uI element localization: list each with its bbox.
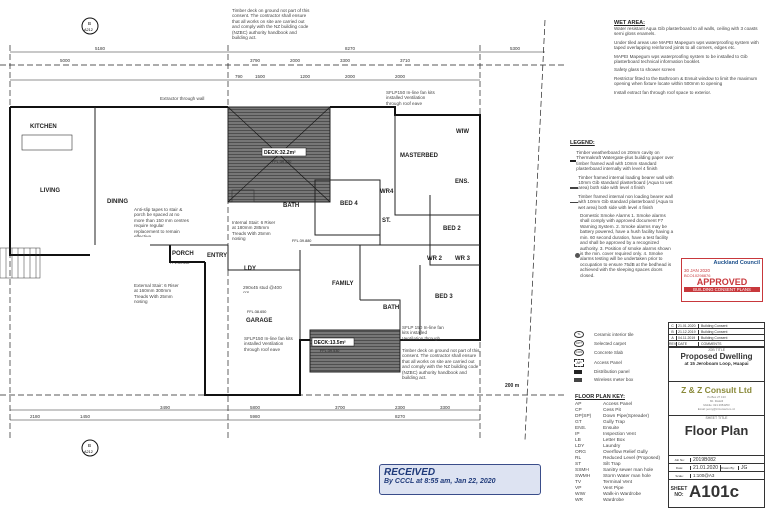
legend: LEGEND: Timber weatherboard on 20mm cavi… bbox=[570, 140, 674, 278]
room-dining: DINING bbox=[107, 199, 128, 205]
room-entry: ENTRY bbox=[207, 253, 227, 259]
room-living: LIVING bbox=[40, 188, 60, 194]
room-bed-3: BED 3 bbox=[435, 294, 453, 300]
room-ensuite: ENS. bbox=[455, 179, 469, 185]
meter-box-icon bbox=[574, 378, 582, 382]
svg-text:5180: 5180 bbox=[95, 46, 106, 51]
room-store: ST. bbox=[382, 218, 391, 224]
svg-text:A212: A212 bbox=[84, 450, 93, 454]
svg-text:3300: 3300 bbox=[440, 405, 451, 410]
svg-text:1200: 1200 bbox=[300, 74, 311, 79]
wet-area-notes: WET AREA: Water resistant Aqua Gib plast… bbox=[614, 20, 759, 95]
smoke-alarm-icon bbox=[575, 253, 580, 259]
council-approval-stamp: Auckland Council 30 JAN 2020 BCO10298876… bbox=[681, 258, 763, 302]
svg-text:5800: 5800 bbox=[250, 405, 261, 410]
svg-text:B: B bbox=[88, 443, 91, 448]
floor-plan-drawing: 5180 8270 5300 5000 3790 2000 3300 3710 … bbox=[0, 8, 565, 457]
received-stamp: RECEIVED By CCCL at 8:55 am, Jan 22, 202… bbox=[379, 464, 541, 495]
svg-text:5980: 5980 bbox=[250, 414, 261, 419]
room-bath-2: BATH bbox=[383, 305, 399, 311]
svg-text:3710: 3710 bbox=[400, 58, 411, 63]
note-deck-top: Timber deck on ground not part of this c… bbox=[232, 8, 310, 41]
room-labels: KITCHEN LIVING DINING MASTERBED WIW ENS.… bbox=[30, 124, 471, 324]
company-logo: Z & Z Consult Ltd bbox=[681, 385, 752, 395]
svg-text:1500: 1500 bbox=[255, 74, 266, 79]
svg-text:3300: 3300 bbox=[340, 58, 351, 63]
deck-bottom bbox=[309, 329, 401, 373]
room-wr4: WR4 bbox=[380, 189, 394, 195]
svg-text:200 m: 200 m bbox=[505, 383, 520, 389]
svg-text:2300: 2300 bbox=[395, 405, 406, 410]
section-marker-top: B A212 bbox=[81, 17, 99, 35]
deck-bottom-label: DECK:13.5m² bbox=[314, 340, 346, 346]
svg-text:3790: 3790 bbox=[250, 58, 261, 63]
svg-text:B: B bbox=[88, 21, 91, 26]
svg-text:3490: 3490 bbox=[160, 405, 171, 410]
svg-text:2180: 2180 bbox=[30, 414, 41, 419]
svg-text:2000: 2000 bbox=[395, 74, 406, 79]
key-item: DP(SP)Down Pipe(Spreader) bbox=[575, 414, 650, 419]
room-kitchen: KITCHEN bbox=[30, 124, 57, 130]
svg-text:2000: 2000 bbox=[345, 74, 356, 79]
bottom-dimensions: 2180 1450 5980 8270 3490 5800 3700 2300 … bbox=[30, 405, 451, 419]
sheet-title: Floor Plan bbox=[684, 423, 749, 438]
svg-text:FFL:39.880: FFL:39.880 bbox=[292, 239, 311, 243]
room-master-bed: MASTERBED bbox=[400, 153, 439, 159]
svg-text:FFL:39.530: FFL:39.530 bbox=[272, 160, 291, 164]
svg-text:FFL:39.530: FFL:39.530 bbox=[170, 261, 189, 265]
svg-text:3700: 3700 bbox=[335, 405, 346, 410]
key-item: ENS.Ensuite bbox=[575, 426, 619, 431]
room-wiw: WIW bbox=[456, 129, 469, 135]
svg-text:FFL:39.530: FFL:39.530 bbox=[320, 349, 339, 353]
svg-text:A212: A212 bbox=[84, 28, 93, 32]
svg-text:1450: 1450 bbox=[80, 414, 91, 419]
svg-text:5000: 5000 bbox=[60, 58, 71, 63]
room-porch: PORCH bbox=[172, 251, 194, 257]
room-bed-4: BED 4 bbox=[340, 201, 358, 207]
svg-text:790: 790 bbox=[235, 74, 243, 79]
room-garage: GARAGE bbox=[246, 318, 272, 324]
svg-text:FFL:38.650: FFL:38.650 bbox=[247, 310, 266, 314]
distribution-panel-icon bbox=[574, 370, 582, 374]
room-wr3: WR 3 bbox=[455, 256, 471, 262]
svg-text:5300: 5300 bbox=[510, 46, 521, 51]
room-wr2: WR 2 bbox=[427, 256, 443, 262]
sheet-number: A101c bbox=[689, 481, 740, 501]
section-marker-bottom: B A212 bbox=[81, 439, 99, 457]
deck-top-label: DECK:32.2m² bbox=[264, 150, 296, 156]
svg-text:8270: 8270 bbox=[395, 414, 406, 419]
room-bath: BATH bbox=[283, 203, 299, 209]
room-laundry: LDY bbox=[244, 266, 256, 272]
svg-text:8270: 8270 bbox=[345, 46, 356, 51]
top-dimensions: 5180 8270 5300 5000 3790 2000 3300 3710 … bbox=[60, 46, 521, 79]
room-bed-2: BED 2 bbox=[443, 226, 461, 232]
room-family: FAMILY bbox=[332, 281, 353, 287]
svg-text:2000: 2000 bbox=[290, 58, 301, 63]
